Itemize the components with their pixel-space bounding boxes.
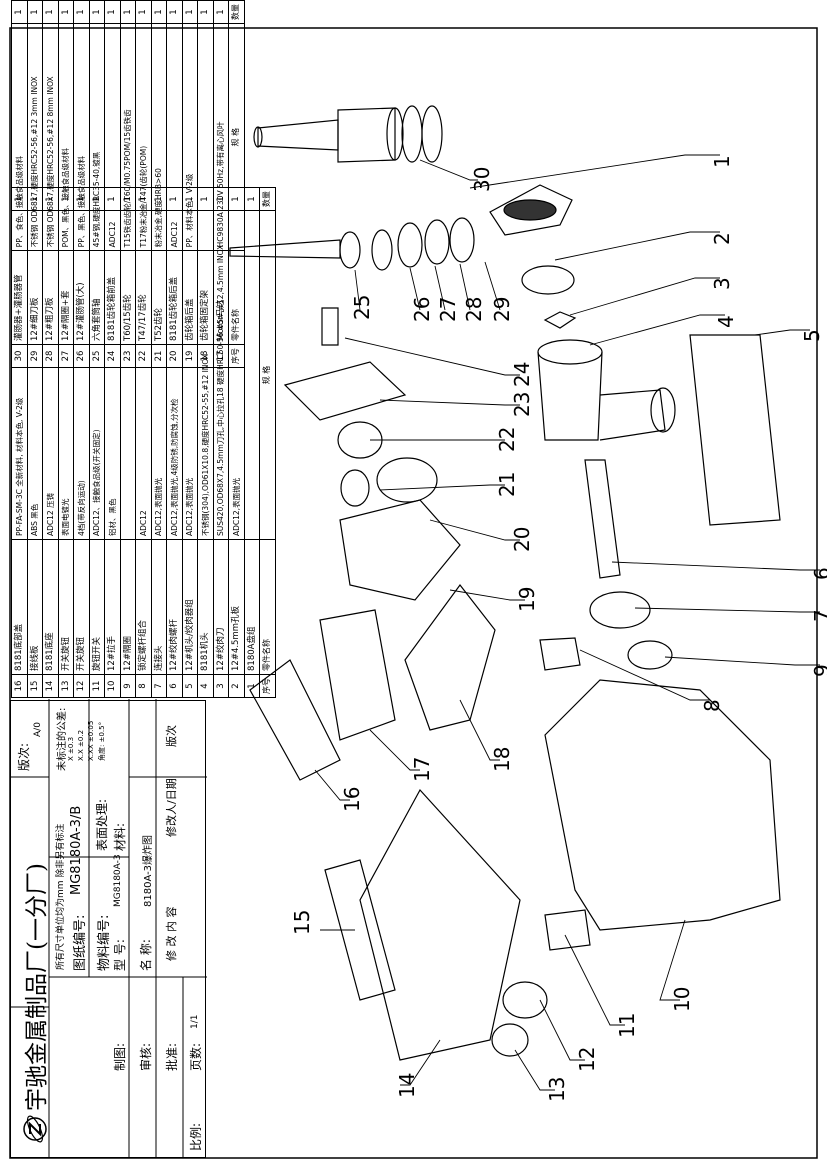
part-6-worm: [584, 459, 621, 579]
part-10-cover: [544, 679, 781, 931]
callout-1: 1: [710, 155, 734, 168]
part-8-knob: [539, 637, 581, 671]
callout-12: 12: [575, 1046, 599, 1072]
part-16-cover: [249, 659, 341, 781]
part-7-ring: [589, 591, 651, 629]
part-20-gear: [376, 457, 438, 503]
callout-19: 19: [515, 586, 539, 612]
part-3-knife: [543, 311, 577, 329]
company-logo: [23, 1115, 47, 1143]
title-block-grid: [11, 699, 207, 1157]
callout-11: 11: [615, 1012, 639, 1038]
callout-2: 2: [710, 232, 734, 245]
callout-6: 6: [810, 567, 827, 580]
callout-18: 18: [490, 746, 514, 772]
part-17-motor: [319, 609, 396, 741]
callout-3: 3: [710, 277, 734, 290]
callout-28: 28: [462, 296, 486, 322]
callout-29: 29: [490, 296, 514, 322]
callout-4: 4: [714, 315, 738, 328]
part-1: [489, 184, 573, 236]
part-11-switch: [544, 909, 591, 951]
part-18-bracket: [404, 584, 496, 731]
callout-27: 27: [436, 296, 460, 322]
part-15-plate: [324, 859, 396, 1001]
callout-30: 30: [470, 166, 494, 192]
parts-outlines: [229, 105, 781, 1061]
callout-16: 16: [340, 786, 364, 812]
title-block: 宇驰金属制品厂(一分厂) 版次: A/0 比例: 所有尺寸单位均为mm 除非另有…: [10, 699, 207, 1158]
callout-26: 26: [410, 296, 434, 322]
callout-9: 9: [810, 664, 827, 677]
part-19-gearbox: [339, 499, 461, 601]
callout-10: 10: [670, 986, 694, 1012]
part-9-nut: [627, 640, 673, 670]
callout-7: 7: [810, 609, 827, 622]
callout-17: 17: [410, 756, 434, 782]
part-4-head: [537, 339, 676, 441]
part-25-29: [229, 217, 475, 346]
callout-14: 14: [395, 1072, 419, 1098]
part-2-plate: [521, 265, 575, 295]
callout-8: 8: [700, 699, 724, 712]
callout-22: 22: [495, 426, 519, 452]
callout-23: 23: [510, 391, 534, 417]
part-12-plate: [502, 981, 548, 1019]
callout-24: 24: [510, 361, 534, 387]
callout-13: 13: [545, 1076, 569, 1102]
callout-5: 5: [800, 329, 824, 342]
part-5-tray: [689, 334, 781, 526]
part-14-base: [359, 788, 521, 1061]
callout-25: 25: [350, 294, 374, 320]
part-23-front-cover: [283, 361, 407, 421]
callout-15: 15: [290, 909, 314, 935]
callout-21: 21: [495, 471, 519, 497]
part-30-stuffer: [253, 105, 443, 163]
callout-20: 20: [510, 526, 534, 552]
part-21-gear: [340, 469, 370, 507]
part-13-knob: [491, 1023, 529, 1057]
leader-lines: [314, 154, 820, 1091]
